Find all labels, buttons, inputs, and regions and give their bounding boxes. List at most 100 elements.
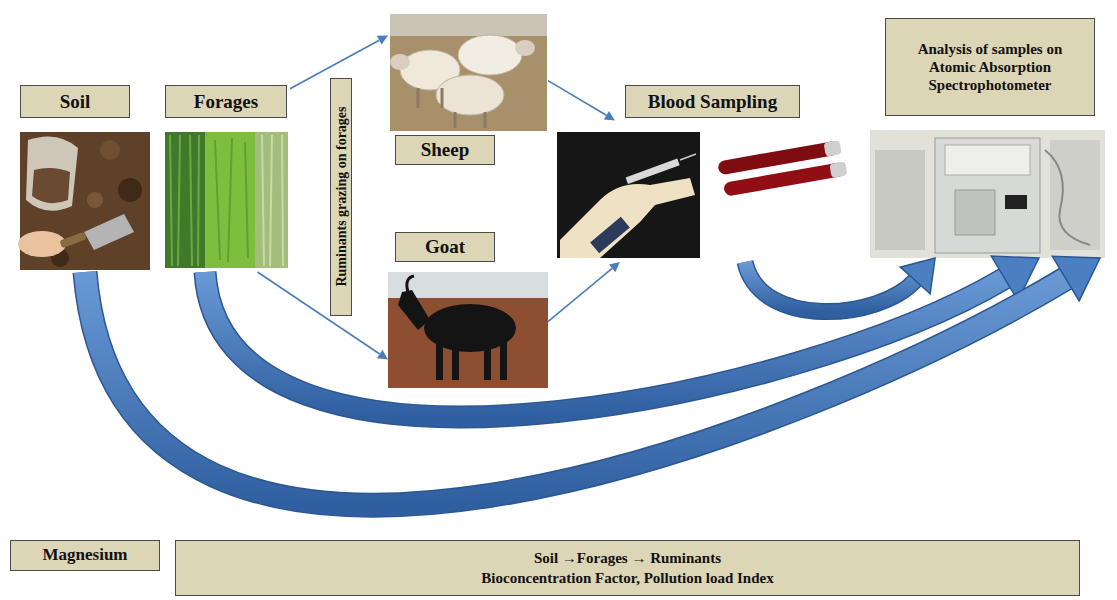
flow-arrow <box>548 262 620 322</box>
forage-photo-part-part <box>170 135 172 266</box>
forage-photo-part-part <box>178 135 180 266</box>
sheep-photo <box>390 14 547 131</box>
forage-photo <box>165 132 288 268</box>
soil-photo-part <box>59 232 86 248</box>
goat-photo-part-part <box>484 340 491 380</box>
forage-photo-part <box>170 135 199 266</box>
blood-tubes-part-part <box>723 162 846 197</box>
summary-box: Soil →Forages → RuminantsBioconcentratio… <box>175 540 1080 596</box>
sheep-label: Sheep <box>395 135 495 165</box>
curved-arrow-outline <box>745 262 915 312</box>
curved-arrow <box>745 258 935 312</box>
sheep-photo-part <box>390 14 547 36</box>
curved-arrow-outline <box>85 272 1066 505</box>
blood-tubes-part <box>717 140 847 197</box>
node-region: Analysis of samples on Atomic Absorption… <box>870 18 1105 258</box>
blood-sampling-photo <box>557 132 700 258</box>
spectrophotometer-photo-part <box>955 190 995 235</box>
forage-photo-part-part <box>270 135 272 266</box>
flow-arrow <box>548 81 615 121</box>
curved-arrow-body <box>745 262 915 312</box>
soil-photo-part <box>100 140 120 160</box>
forage-photo-part-part <box>228 138 232 262</box>
forage-photo-part <box>165 132 205 268</box>
arrow-line <box>548 81 606 116</box>
forage-photo-part <box>205 132 255 268</box>
curved-arrow-body <box>85 272 1066 505</box>
blood-sampling-photo-part <box>626 159 680 184</box>
step-label: Analysis of samples on Atomic Absorption… <box>885 18 1095 116</box>
sheep-photo-part <box>418 88 485 128</box>
blood-sampling-photo-part <box>557 132 700 258</box>
spectrophotometer-photo-part <box>1045 150 1090 245</box>
soil-photo <box>18 132 150 270</box>
blood-tubes-part-part <box>829 161 847 178</box>
forages-label: Forages <box>165 85 287 118</box>
sheep-photo-part <box>515 40 535 56</box>
curved-arrow-outline <box>205 272 1005 417</box>
soil-photo-part <box>84 214 134 250</box>
arrow-head <box>900 258 935 294</box>
node-region: Blood Sampling <box>615 85 858 262</box>
goat-label: Goat <box>395 232 495 262</box>
arrow-line <box>548 268 612 321</box>
soil-photo-part <box>87 192 103 208</box>
goat-photo-part <box>407 276 414 292</box>
sheep-photo-part <box>436 75 504 115</box>
element-box: Magnesium <box>10 540 160 571</box>
forage-photo-part-part <box>245 142 248 258</box>
spectrophotometer-photo-part <box>870 130 1105 258</box>
node-region: Goat <box>388 230 548 388</box>
forage-photo-part-part <box>190 135 192 266</box>
sheep-photo-part <box>390 54 410 70</box>
sheep-photo-part-part <box>417 88 420 108</box>
vertical-band: Ruminants grazing on forages <box>330 78 352 316</box>
vertical-text: Ruminants grazing on forages <box>331 82 350 312</box>
blood-tubes <box>717 140 847 197</box>
soil-photo-part <box>26 136 78 210</box>
spectrophotometer-photo-part <box>875 150 925 250</box>
goat-photo-part <box>398 290 430 330</box>
node-region: Soil <box>18 85 152 272</box>
blood-sampling-photo-part <box>590 217 630 253</box>
forage-photo-part <box>255 132 288 268</box>
blood-sampling-photo-part <box>680 154 696 160</box>
sheep-photo-part <box>390 14 547 131</box>
sheep-photo-part-part <box>441 88 444 108</box>
box-text: Soil →Forages → Ruminants <box>534 548 721 568</box>
curved-arrow <box>85 256 1100 505</box>
forage-photo-part <box>215 138 248 262</box>
soil-photo-part <box>32 168 70 203</box>
goat-photo-part-part <box>500 340 507 380</box>
arrow-head <box>609 262 620 272</box>
curved-arrow-body <box>205 272 1005 417</box>
soil-photo-part <box>118 178 142 202</box>
arrow-head <box>1052 256 1100 301</box>
node-region: Forages <box>165 85 290 272</box>
arrow-head <box>377 350 388 360</box>
forage-photo-part-part <box>198 135 199 266</box>
forage-photo-part <box>165 132 288 268</box>
spectrophotometer-photo-part <box>945 145 1030 175</box>
sheep-photo-part-part <box>484 112 487 128</box>
soil-label: Soil <box>20 85 130 118</box>
spectrophotometer-photo-part <box>1005 195 1027 209</box>
goat-photo-part-part <box>452 340 459 380</box>
box-text: Bioconcentration Factor, Pollution load … <box>481 568 773 588</box>
sheep-photo-part-part <box>454 112 457 128</box>
forage-photo-part <box>262 135 283 266</box>
flow-arrow <box>258 272 389 360</box>
node-region: Sheep <box>388 12 548 168</box>
step-label: Blood Sampling <box>625 85 800 118</box>
box-text: Magnesium <box>43 544 128 567</box>
spectrophotometer-photo-part <box>935 138 1040 253</box>
goat-photo-part-part <box>436 340 443 380</box>
arrow-head <box>604 111 615 120</box>
blood-tubes-part-part <box>824 140 842 157</box>
forage-photo-part-part <box>282 135 283 266</box>
arrow-head <box>377 35 388 44</box>
sheep-photo-part <box>458 35 522 75</box>
blood-sampling-photo-part <box>560 178 695 258</box>
soil-photo-part <box>18 231 66 257</box>
